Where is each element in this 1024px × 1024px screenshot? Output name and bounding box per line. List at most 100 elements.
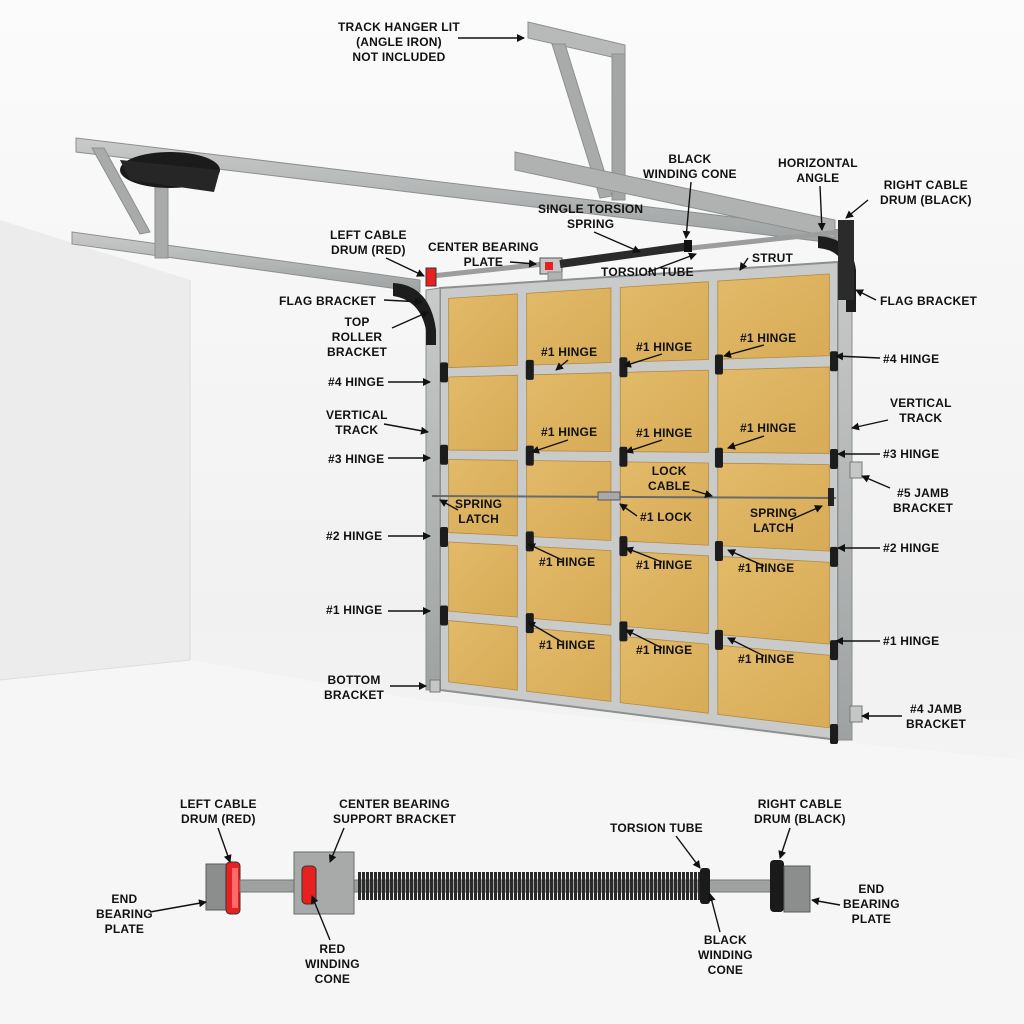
- spring-coil: [454, 872, 457, 900]
- spring-coil: [418, 872, 421, 900]
- leader-arrow: [817, 185, 826, 231]
- door-panel: [448, 459, 518, 537]
- leader-arrow: [385, 257, 425, 277]
- spring-coil: [482, 872, 485, 900]
- leader-arrow: [727, 435, 765, 450]
- label-jamb4: #4 JAMB BRACKET: [906, 702, 967, 731]
- label-horizontal-angle: HORIZONTAL ANGLE: [778, 156, 858, 185]
- spring-coil: [562, 872, 565, 900]
- spring-coil: [530, 872, 533, 900]
- spring-coil: [374, 872, 377, 900]
- spring-coil: [406, 872, 409, 900]
- spring-coil: [494, 872, 497, 900]
- spring-coil: [386, 872, 389, 900]
- spring-coil: [510, 872, 513, 900]
- spring-coil: [602, 872, 605, 900]
- spring-coil: [450, 872, 453, 900]
- spring-coil: [594, 872, 597, 900]
- label-hinge1-i: #1 HINGE: [738, 561, 795, 575]
- door-panel: [448, 541, 518, 618]
- door-panel: [526, 545, 612, 626]
- leader-arrow: [727, 637, 765, 657]
- door-panel: [448, 293, 518, 368]
- leader-arrow: [739, 257, 749, 271]
- label-torsion-tube-top: TORSION TUBE: [601, 265, 694, 279]
- spring-coil: [362, 872, 365, 900]
- spring-coil: [414, 872, 417, 900]
- spring-coil: [682, 872, 685, 900]
- spring-coil: [462, 872, 465, 900]
- spring-coil: [522, 872, 525, 900]
- label-hinge1-l: #1 HINGE: [738, 652, 795, 666]
- spring-coil: [614, 872, 617, 900]
- torsion-assembly-top: [425, 229, 841, 293]
- spring-coil: [366, 872, 369, 900]
- door-panel: [448, 374, 518, 452]
- door: [393, 220, 863, 744]
- door-panel: [717, 462, 830, 552]
- label-flag-bracket-left: FLAG BRACKET: [279, 294, 377, 308]
- spring-coil: [358, 872, 361, 900]
- spring-coil: [630, 872, 633, 900]
- leader-arrow: [707, 893, 721, 933]
- label-hinge1-h: #1 HINGE: [636, 558, 693, 572]
- label-b-black-winding-cone: BLACK WINDING CONE: [698, 933, 753, 977]
- hinge-icon: [619, 536, 628, 557]
- label-hinge1-b: #1 HINGE: [636, 340, 693, 354]
- label-top-roller-bracket: TOP ROLLER BRACKET: [327, 315, 388, 359]
- label-b-end-bearing-left: END BEARING PLATE: [96, 892, 153, 936]
- leader-arrow: [835, 352, 881, 361]
- door-panel: [526, 287, 612, 366]
- spring-coil: [654, 872, 657, 900]
- label-vertical-track-right: VERTICAL TRACK: [890, 396, 952, 425]
- hinge-icon: [525, 531, 534, 552]
- hinge-icon: [830, 449, 838, 470]
- label-hinge1-e: #1 HINGE: [636, 426, 693, 440]
- spring-coil: [466, 872, 469, 900]
- door-panel: [619, 635, 709, 714]
- leader-arrow: [625, 546, 663, 563]
- spring-coil: [538, 872, 541, 900]
- label-hinge1-f: #1 HINGE: [740, 421, 797, 435]
- leader-arrow: [509, 259, 537, 268]
- spring-coil: [678, 872, 681, 900]
- spring-coil: [698, 872, 701, 900]
- leader-arrow: [531, 439, 569, 454]
- spring-coil: [554, 872, 557, 900]
- label-hinge1-a: #1 HINGE: [541, 345, 598, 359]
- hinge-icon: [619, 446, 628, 467]
- label-hinge2-left: #2 HINGE: [326, 529, 383, 543]
- hinge-icon: [830, 640, 838, 661]
- label-spring-latch-left: SPRING LATCH: [455, 497, 503, 526]
- leader-arrow: [527, 621, 563, 643]
- leader-arrow: [217, 827, 232, 863]
- spring-coil: [658, 872, 661, 900]
- spring-coil: [586, 872, 589, 900]
- spring-coil: [438, 872, 441, 900]
- leader-arrow: [555, 359, 569, 371]
- spring-coil: [486, 872, 489, 900]
- door-panel: [717, 644, 830, 729]
- horizontal-tracks: [71, 137, 843, 293]
- leader-arrow: [328, 827, 345, 863]
- spring-coil: [398, 872, 401, 900]
- hinge-icon: [619, 357, 628, 378]
- label-bottom-bracket: BOTTOM BRACKET: [324, 673, 385, 702]
- spring-coil: [458, 872, 461, 900]
- leader-arrow: [383, 423, 429, 435]
- label-b-end-bearing-right: END BEARING PLATE: [843, 882, 900, 926]
- door-panel: [717, 555, 830, 645]
- spring-coil: [694, 872, 697, 900]
- spring-coil: [686, 872, 689, 900]
- hinge-icon: [830, 546, 838, 567]
- door-panel: [619, 461, 709, 546]
- spring-coil: [430, 872, 433, 900]
- spring-coil: [642, 872, 645, 900]
- leader-arrow: [727, 549, 765, 567]
- label-center-bearing-plate: CENTER BEARING PLATE: [428, 240, 539, 269]
- hinge-icon: [440, 527, 448, 548]
- spring-coil: [474, 872, 477, 900]
- door-panel: [717, 366, 830, 454]
